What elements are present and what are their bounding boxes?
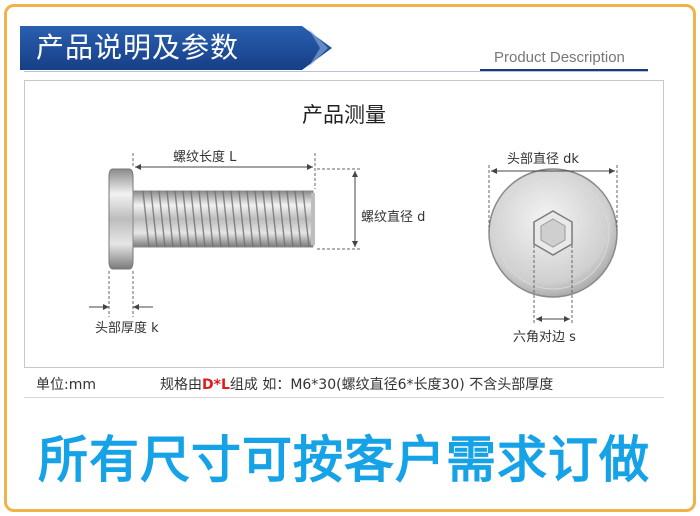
thread-length-label: 螺纹长度 L bbox=[173, 149, 237, 165]
header-divider bbox=[24, 71, 648, 72]
spec-info-strip: 单位:mm 规格由D*L组成 如：M6*30(螺纹直径6*长度30) 不含头部厚… bbox=[24, 368, 664, 398]
head-thickness-dimension: 头部厚度 k bbox=[89, 271, 159, 336]
measurement-diagram: 螺纹长度 L 螺纹直径 d 头部厚度 k bbox=[89, 149, 618, 345]
head-thickness-label: 头部厚度 k bbox=[95, 320, 159, 336]
measurement-panel: 产品测量 bbox=[24, 80, 664, 368]
thread-diameter-label: 螺纹直径 d bbox=[361, 210, 425, 225]
page-title: 产品说明及参数 bbox=[36, 31, 240, 64]
hex-width-label: 六角对边 s bbox=[513, 330, 576, 345]
spec-description: 规格由D*L组成 如：M6*30(螺纹直径6*长度30) 不含头部厚度 bbox=[160, 374, 553, 394]
head-diameter-label: 头部直径 dk bbox=[507, 152, 579, 167]
screw-side-view bbox=[108, 168, 315, 270]
unit-label: 单位:mm bbox=[36, 377, 96, 393]
header-ribbon: 产品说明及参数 bbox=[20, 26, 332, 70]
screw-head-top-view bbox=[488, 168, 618, 298]
footer-banner: 所有尺寸可按客户需求订做 bbox=[24, 400, 664, 496]
thread-length-dimension: 螺纹长度 L bbox=[132, 149, 316, 189]
header-divider-accent bbox=[480, 69, 648, 71]
english-subtitle: Product Description bbox=[494, 49, 625, 66]
hex-width-dimension: 六角对边 s bbox=[513, 245, 576, 345]
spec-suffix: 组成 如：M6*30(螺纹直径6*长度30) 不含头部厚度 bbox=[229, 377, 554, 393]
spec-highlight: D*L bbox=[202, 377, 230, 393]
head-diameter-dimension: 头部直径 dk bbox=[488, 152, 618, 231]
customization-slogan: 所有尺寸可按客户需求订做 bbox=[38, 431, 650, 489]
spec-prefix: 规格由 bbox=[160, 377, 202, 393]
panel-title: 产品测量 bbox=[302, 103, 386, 127]
ribbon-shape bbox=[20, 26, 332, 70]
thread-diameter-dimension: 螺纹直径 d bbox=[317, 168, 425, 250]
